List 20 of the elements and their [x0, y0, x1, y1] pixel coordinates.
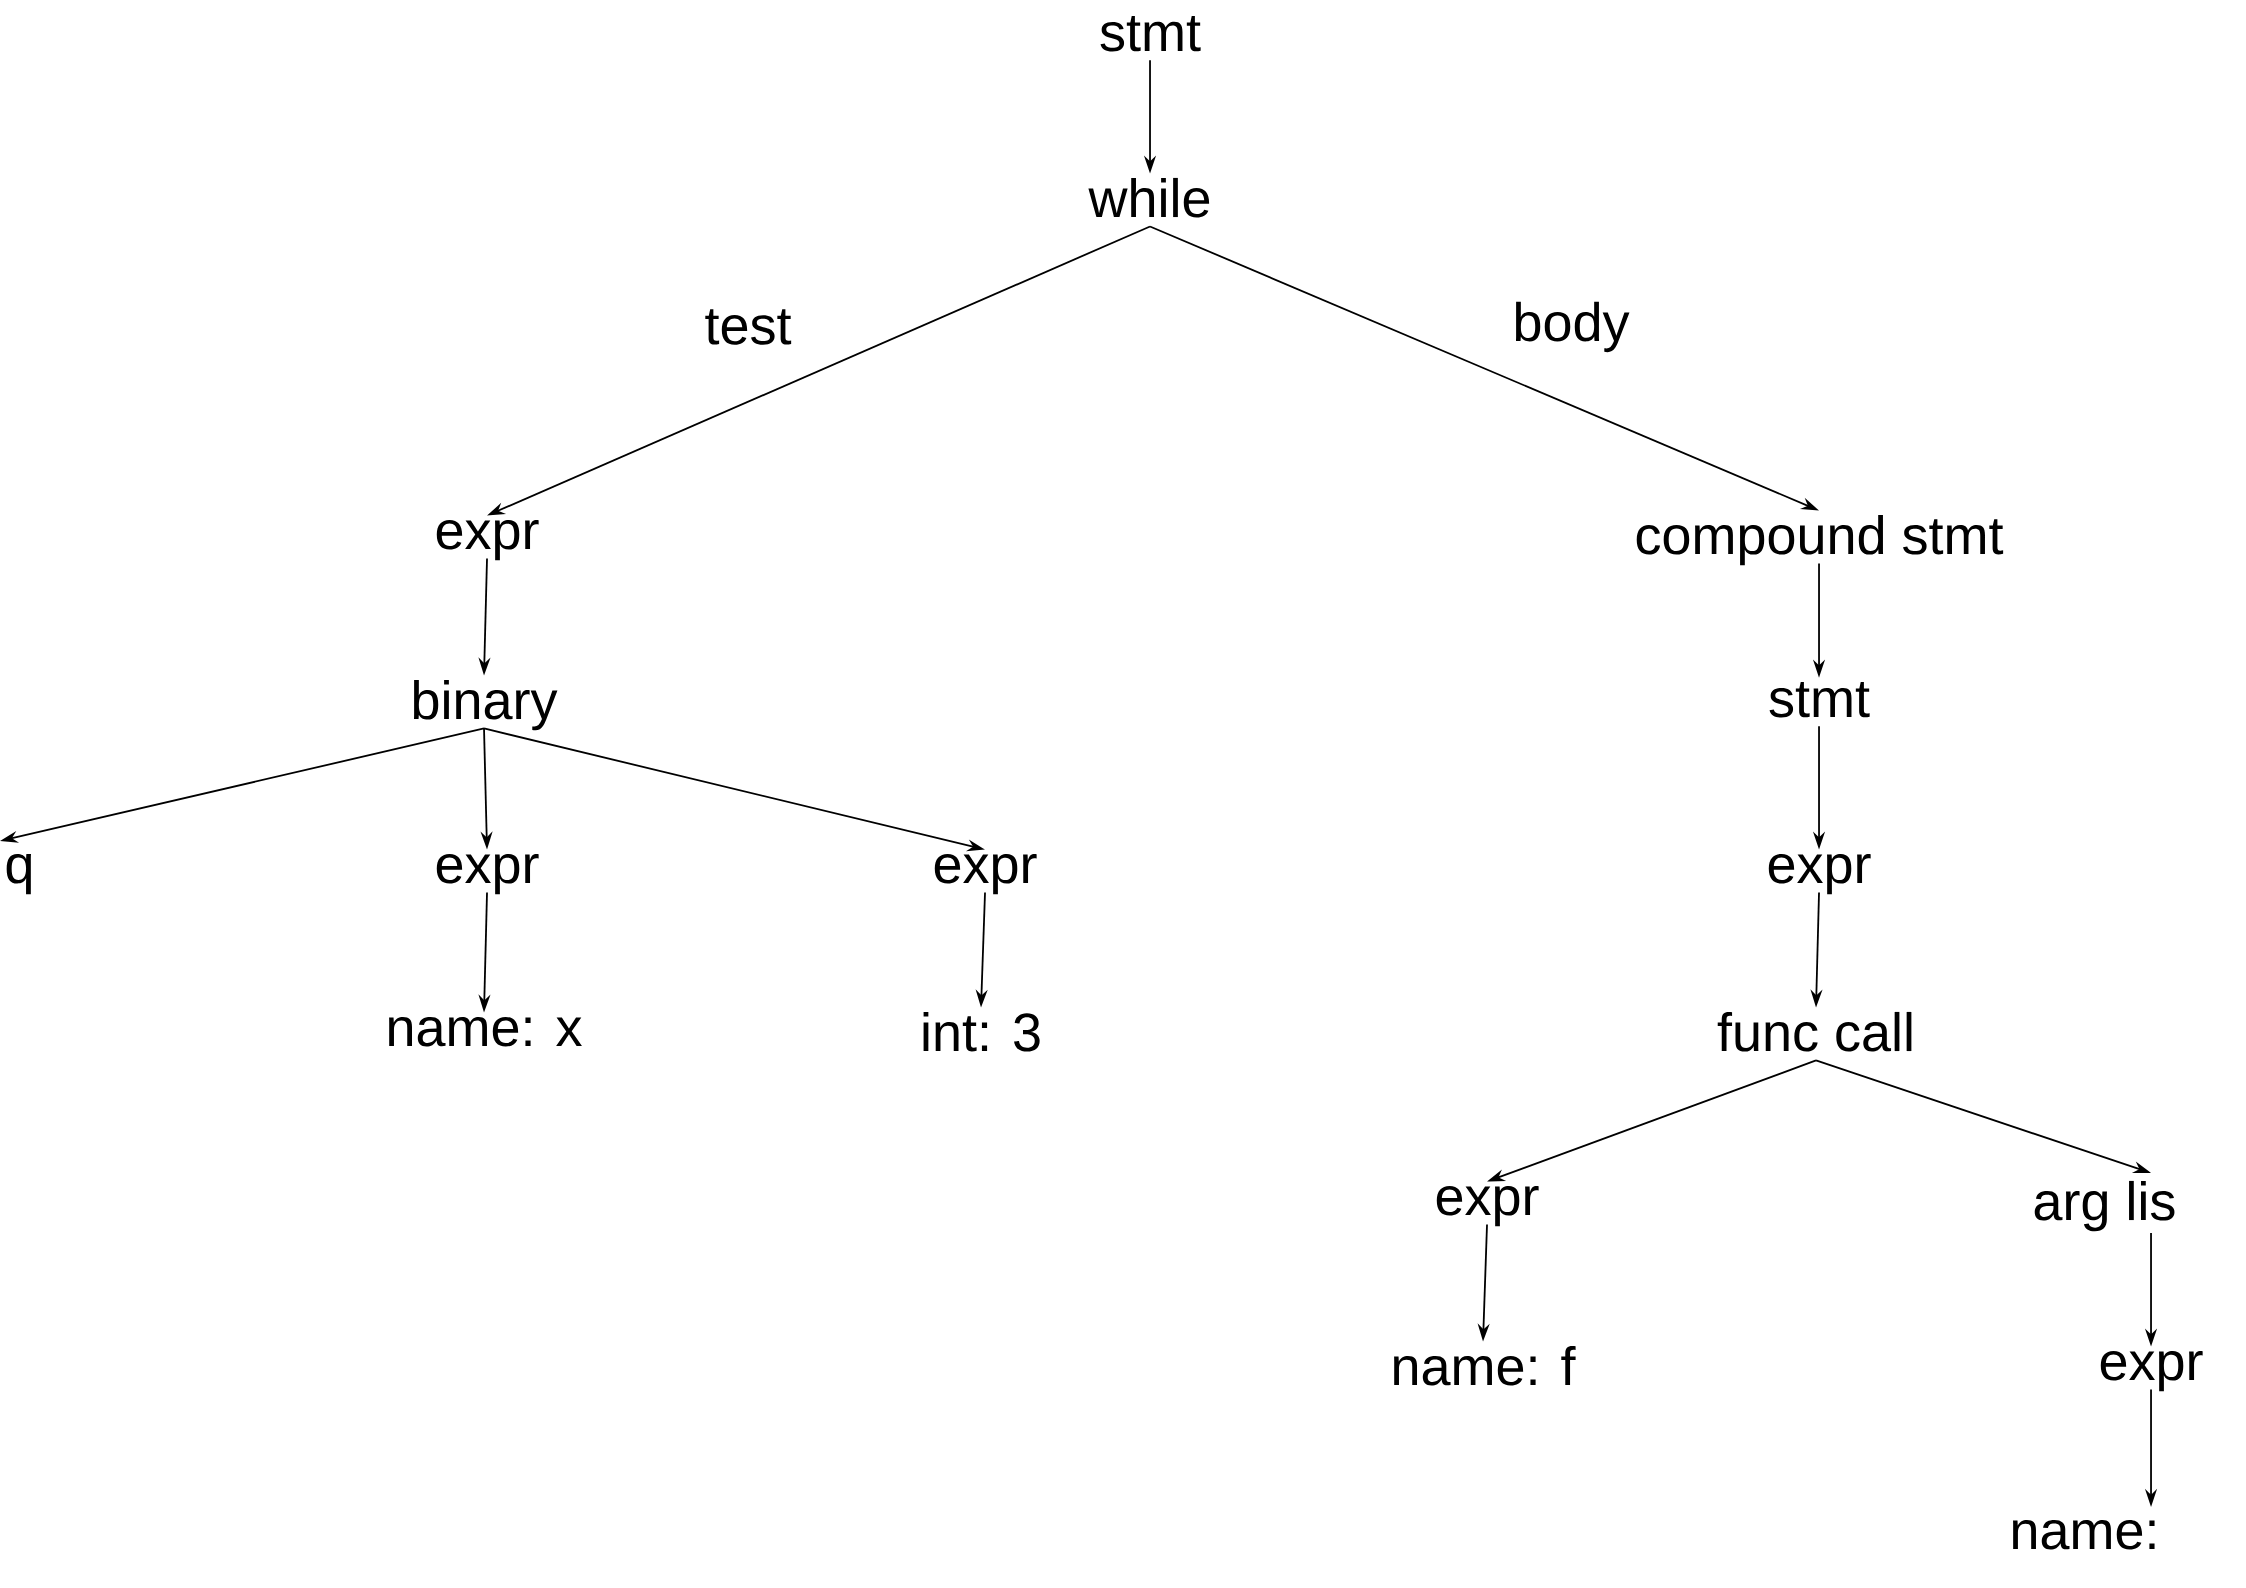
node-label: expr — [436, 853, 539, 895]
node-label: expr — [1768, 853, 1871, 895]
node-label: stmt — [1769, 682, 1870, 718]
node-label: expr — [934, 853, 1037, 895]
node-label: expr — [2100, 1350, 2203, 1392]
node-label: name: x — [389, 1016, 582, 1047]
node-label: while — [1088, 177, 1210, 218]
node-label: expr — [436, 519, 539, 561]
node-label: arg lis — [2034, 1180, 2175, 1232]
edge-label: body — [1508, 297, 1634, 357]
edge-label: test — [700, 305, 796, 349]
node-label: binary — [413, 679, 558, 731]
node-label: compound stmt — [1636, 514, 2004, 566]
node-label: int: 3 — [923, 1011, 1040, 1052]
node-label: stmt — [1100, 16, 1201, 52]
node-label: name: — [2013, 1519, 2155, 1550]
node-label: expr — [1436, 1185, 1539, 1227]
node-label: func call — [1717, 1011, 1912, 1052]
node-label: name: f — [1394, 1345, 1576, 1386]
node-label: q — [6, 853, 31, 895]
